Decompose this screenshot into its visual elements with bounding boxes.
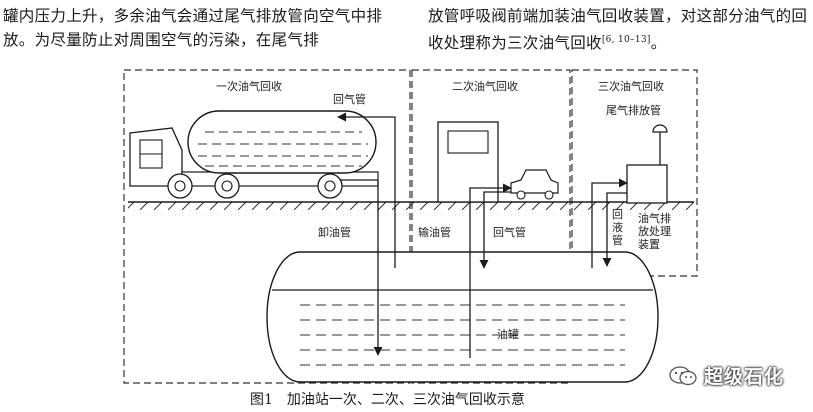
watermark: 超级石化 xyxy=(668,362,784,389)
label-zone-primary: 一次油气回收 xyxy=(216,79,282,93)
label-return-pipe-1: 回气管 xyxy=(333,92,366,106)
figure-caption: 图1 加油站一次、二次、三次油气回收示意 xyxy=(250,392,525,408)
label-backflow-pipe: 回液管 xyxy=(612,208,623,247)
watermark-text: 超级石化 xyxy=(704,366,785,388)
label-fuel-pipe: 输油管 xyxy=(418,225,451,239)
body-paragraph-left: 罐内压力上升，多余油气会通过尾气排放管向空气中排放。为尽量防止对周围空气的污染，… xyxy=(3,4,398,52)
paragraph-right-end: 。 xyxy=(650,34,667,53)
backflow-pipe xyxy=(602,192,627,267)
fuel-dispenser xyxy=(437,121,499,203)
label-tank: 油罐 xyxy=(497,327,519,341)
wechat-official-account-icon xyxy=(669,365,697,385)
car xyxy=(510,169,559,200)
zone-secondary-box xyxy=(411,69,571,384)
label-zone-tertiary: 三次油气回收 xyxy=(598,79,664,93)
exhaust-inlet-pipe xyxy=(591,178,628,268)
body-paragraph-right: 放管呼吸阀前端加装油气回收装置，对这部分油气的回收处理称为三次油气回收[6, 1… xyxy=(428,4,813,55)
label-treatment-unit: 油气排放处理装置 xyxy=(638,211,671,251)
primary-return-pipe xyxy=(337,112,396,268)
reference-citation: [6, 10–13] xyxy=(601,35,651,45)
secondary-return-pipe xyxy=(479,191,511,269)
label-unload-pipe: 卸油管 xyxy=(318,225,351,239)
paragraph-left-text: 罐内压力上升，多余油气会通过尾气排放管向空气中排放。为尽量防止对周围空气的污染，… xyxy=(3,7,383,49)
zone-primary-box xyxy=(123,69,411,384)
paragraph-right-text: 放管呼吸阀前端加装油气回收装置，对这部分油气的回收处理称为三次油气回收 xyxy=(428,7,808,53)
tanker-truck xyxy=(129,110,379,199)
treatment-unit xyxy=(626,124,668,204)
label-zone-secondary: 二次油气回收 xyxy=(452,79,518,93)
underground-tank xyxy=(266,251,659,383)
unloading-pipe xyxy=(340,179,383,356)
label-exhaust-pipe: 尾气排放管 xyxy=(606,103,661,117)
secondary-fuel-pipe xyxy=(469,183,512,358)
ground-hatch xyxy=(128,202,694,216)
label-return-pipe-2: 回气管 xyxy=(493,225,526,239)
